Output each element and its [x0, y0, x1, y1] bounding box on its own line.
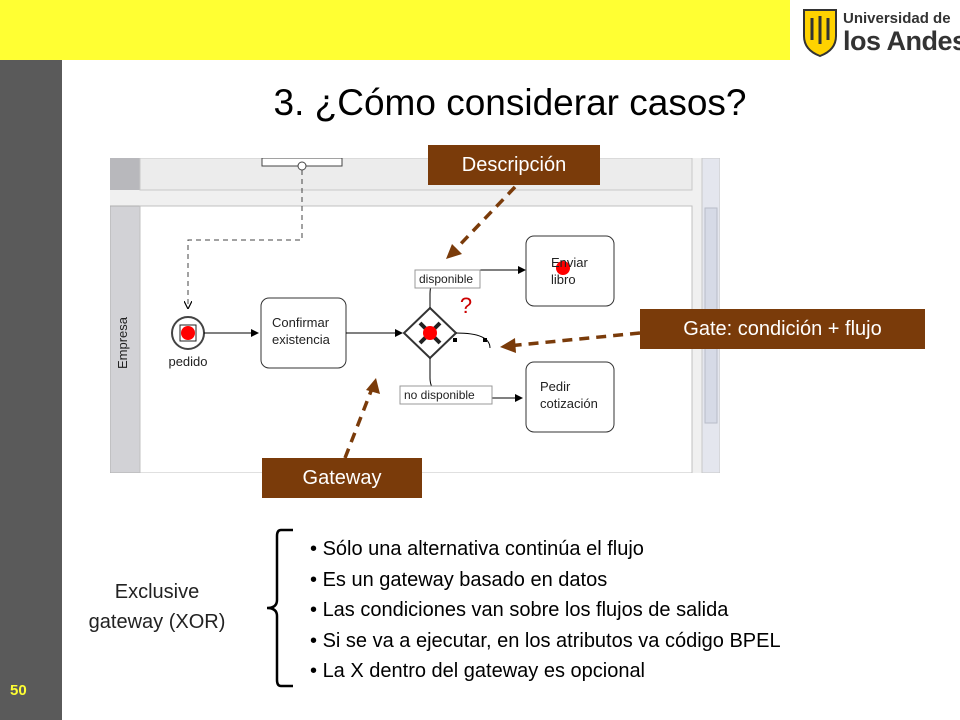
- task-pedir-line1: Pedir: [540, 379, 571, 394]
- callout-descripcion: Descripción: [428, 145, 600, 185]
- xor-label-line2: gateway (XOR): [88, 611, 226, 633]
- callout-gate: Gate: condición + flujo: [640, 309, 925, 349]
- callout-gateway: Gateway: [262, 458, 422, 498]
- task-pedir-line2: cotización: [540, 396, 598, 411]
- top-banner: [0, 0, 790, 60]
- slide-title: 3. ¿Cómo considerar casos?: [273, 82, 747, 123]
- logo-line1: Universidad de: [843, 10, 951, 27]
- lane-label: Empresa: [115, 316, 130, 369]
- task-confirmar-line1: Confirmar: [272, 315, 330, 330]
- gateway-marker: [423, 326, 437, 340]
- university-crest-icon: [803, 9, 837, 58]
- page-number: 50: [10, 682, 27, 699]
- bullet-item: Sólo una alternativa continúa el flujo: [310, 534, 781, 565]
- task-enviar-line1: Enviar: [551, 255, 589, 270]
- task-confirmar-line2: existencia: [272, 332, 331, 347]
- xor-label-line1: Exclusive: [114, 581, 200, 603]
- start-event-marker: [181, 326, 195, 340]
- bullet-list: Sólo una alternativa continúa el flujo E…: [310, 534, 781, 687]
- left-sidebar: [0, 60, 62, 720]
- bullet-item: Si se va a ejecutar, en los atributos va…: [310, 626, 781, 657]
- bullet-item: Las condiciones van sobre los flujos de …: [310, 595, 781, 626]
- flow-label-disponible: disponible: [419, 272, 473, 286]
- university-logo: Universidad de los Andes: [800, 6, 960, 58]
- task-marker: [556, 261, 570, 275]
- xor-label: Exclusive gateway (XOR): [62, 577, 252, 637]
- task-enviar-line2: libro: [551, 272, 576, 287]
- bullet-item: La X dentro del gateway es opcional: [310, 656, 781, 687]
- bullet-item: Es un gateway basado en datos: [310, 565, 781, 596]
- flow-label-no-disponible: no disponible: [404, 388, 475, 402]
- start-event-label: pedido: [168, 354, 207, 369]
- question-mark: ?: [460, 293, 472, 318]
- curly-bracket: [266, 528, 293, 688]
- logo-line2: los Andes: [843, 26, 960, 56]
